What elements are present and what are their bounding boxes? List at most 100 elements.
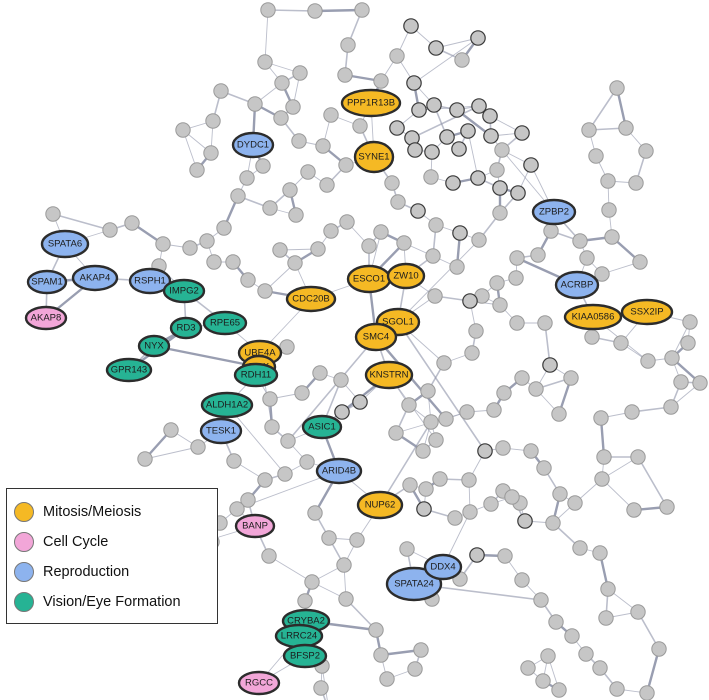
gene-node-unlabeled: [535, 673, 551, 689]
gene-node-unlabeled: [483, 128, 499, 144]
gene-node-unlabeled: [240, 492, 256, 508]
gene-node-unlabeled: [536, 460, 552, 476]
gene-node-unlabeled: [288, 207, 304, 223]
legend-item-cell-cycle: Cell Cycle: [14, 531, 108, 553]
gene-node-unlabeled: [426, 97, 442, 113]
gene-node-unlabeled: [482, 108, 498, 124]
gene-node-unlabeled: [102, 222, 118, 238]
gene-node-shape: [563, 303, 623, 331]
gene-node-shape: [282, 643, 328, 669]
gene-node-shape: [233, 362, 279, 388]
gene-node-unlabeled: [601, 202, 617, 218]
gene-node-unlabeled: [564, 628, 580, 644]
gene-node-label: ASIC1: [308, 422, 335, 433]
gene-node-unlabeled: [410, 203, 426, 219]
gene-node-label: KIAA0586: [572, 312, 615, 323]
gene-node-unlabeled: [124, 215, 140, 231]
gene-node-rpe65: RPE65: [202, 310, 248, 336]
gene-node-nup62: NUP62: [356, 490, 404, 520]
gene-node-unlabeled: [213, 83, 229, 99]
gene-node-unlabeled: [273, 110, 289, 126]
interaction-edge: [397, 239, 480, 323]
gene-node-unlabeled: [190, 439, 206, 455]
gene-node-rgcc: RGCC: [237, 670, 281, 696]
gene-node-shape: [105, 357, 153, 383]
legend-item-mitosis: Mitosis/Meiosis: [14, 501, 141, 523]
gene-node-label: KNSTRN: [369, 370, 408, 381]
gene-node-unlabeled: [659, 499, 675, 515]
gene-node-unlabeled: [274, 75, 290, 91]
gene-node-unlabeled: [572, 233, 588, 249]
gene-node-unlabeled: [459, 404, 475, 420]
interaction-edge: [267, 9, 316, 12]
gene-node-unlabeled: [423, 414, 439, 430]
gene-node-unlabeled: [406, 75, 422, 91]
interaction-edge: [268, 555, 313, 583]
interaction-edge: [467, 130, 479, 179]
gene-node-unlabeled: [581, 122, 597, 138]
gene-node-shape: [26, 269, 68, 295]
gene-node-label: PPP1R13B: [347, 98, 395, 109]
legend-label: Cell Cycle: [43, 534, 109, 550]
gene-node-shape: [385, 566, 443, 602]
gene-node-label: ALDH1A2: [206, 400, 248, 411]
gene-node-unlabeled: [445, 175, 461, 191]
gene-node-unlabeled: [495, 440, 511, 456]
gene-node-zw10: ZW10: [386, 262, 426, 290]
gene-node-unlabeled: [594, 471, 610, 487]
gene-node-unlabeled: [418, 481, 434, 497]
gene-node-unlabeled: [504, 489, 520, 505]
gene-node-bfsp2: BFSP2: [282, 643, 328, 669]
gene-node-shape: [354, 322, 398, 352]
gene-node-unlabeled: [494, 142, 510, 158]
gene-node-shape: [231, 131, 275, 159]
gene-node-shape: [285, 285, 337, 313]
gene-node-unlabeled: [682, 314, 698, 330]
gene-node-unlabeled: [390, 194, 406, 210]
gene-node-unlabeled: [563, 370, 579, 386]
gene-node-unlabeled: [312, 365, 328, 381]
gene-node-unlabeled: [155, 236, 171, 252]
gene-node-unlabeled: [451, 141, 467, 157]
interaction-edge: [264, 9, 269, 63]
gene-node-spam1: SPAM1: [26, 269, 68, 295]
gene-node-unlabeled: [339, 214, 355, 230]
gene-node-banp: BANP: [234, 513, 276, 539]
gene-node-lrrc24: LRRC24: [274, 623, 324, 649]
gene-node-label: SPATA6: [48, 239, 82, 250]
gene-node-unlabeled: [262, 391, 278, 407]
gene-node-unlabeled: [461, 472, 477, 488]
gene-node-unlabeled: [294, 385, 310, 401]
gene-node-unlabeled: [542, 357, 558, 373]
interaction-edge: [588, 87, 618, 131]
gene-node-shape: [353, 140, 395, 174]
mitosis-swatch-icon: [14, 502, 34, 522]
gene-node-smc4: SMC4: [354, 322, 398, 352]
gene-node-unlabeled: [651, 641, 667, 657]
gene-node-unlabeled: [368, 622, 384, 638]
gene-node-unlabeled: [373, 647, 389, 663]
gene-node-unlabeled: [509, 250, 525, 266]
gene-node-unlabeled: [257, 283, 273, 299]
gene-node-unlabeled: [492, 205, 508, 221]
gene-node-label: BFSP2: [290, 651, 320, 662]
gene-node-unlabeled: [528, 381, 544, 397]
gene-node-unlabeled: [578, 646, 594, 662]
gene-node-unlabeled: [415, 443, 431, 459]
gene-node-unlabeled: [604, 229, 620, 245]
gene-node-label: RD3: [176, 323, 195, 334]
gene-node-unlabeled: [552, 486, 568, 502]
gene-node-akap8: AKAP8: [24, 305, 68, 331]
gene-node-unlabeled: [462, 504, 478, 520]
gene-node-unlabeled: [567, 495, 583, 511]
gene-node-shape: [128, 267, 172, 295]
gene-node-syne1: SYNE1: [353, 140, 395, 174]
gene-node-unlabeled: [420, 383, 436, 399]
gene-node-unlabeled: [486, 402, 502, 418]
gene-node-unlabeled: [497, 548, 513, 564]
gene-node-unlabeled: [315, 138, 331, 154]
gene-node-shape: [137, 334, 171, 358]
gene-node-unlabeled: [470, 30, 486, 46]
